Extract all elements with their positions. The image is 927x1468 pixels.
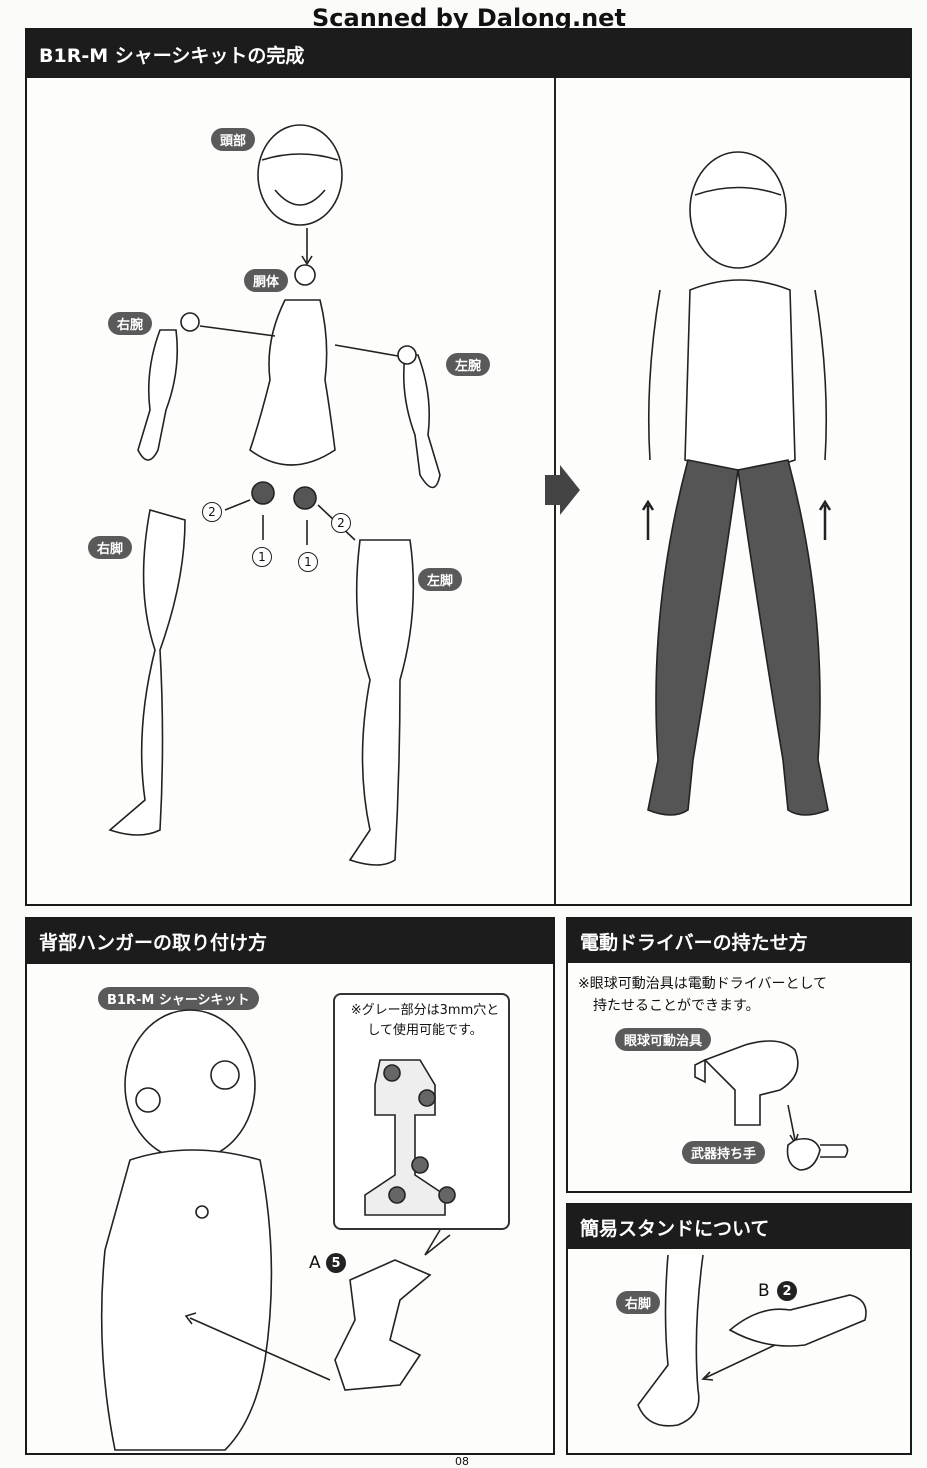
- part-letter-b: B: [758, 1281, 770, 1301]
- simple-stand-panel: 簡易スタンドについて: [566, 1203, 912, 1455]
- section-title: 電動ドライバーの持たせ方: [568, 919, 910, 963]
- part-number-2: 2: [777, 1281, 797, 1301]
- driver-note-line-1: ※眼球可動治具は電動ドライバーとして: [578, 976, 828, 992]
- step-1-right: 1: [298, 552, 318, 572]
- step-2-left: 2: [202, 502, 222, 522]
- label-weapon-hand: 武器持ち手: [682, 1141, 766, 1164]
- gray-hole-note: ※グレー部分は3mm穴として使用可能です。: [350, 1003, 500, 1038]
- label-torso: 胴体: [244, 269, 289, 292]
- label-right-leg-stand: 右脚: [616, 1291, 661, 1314]
- label-left-arm: 左腕: [446, 353, 491, 376]
- watermark: Scanned by Dalong.net: [312, 4, 626, 32]
- label-eye-jig: 眼球可動治具: [615, 1028, 712, 1051]
- step-2-right: 2: [331, 513, 351, 533]
- part-letter-a: A: [309, 1253, 321, 1273]
- section-title: 背部ハンガーの取り付け方: [27, 919, 553, 964]
- exploded-figure-illustration: [108, 124, 832, 866]
- label-right-arm: 右腕: [108, 312, 153, 335]
- label-right-leg: 右脚: [88, 536, 133, 559]
- label-left-leg: 左脚: [418, 568, 463, 591]
- kit-label: B1R-M シャーシキット: [98, 987, 259, 1010]
- driver-note-line-2: 持たせることができます。: [593, 998, 760, 1014]
- label-head: 頭部: [211, 128, 256, 151]
- section-title: B1R-M シャーシキットの完成: [27, 30, 910, 78]
- step-1-left: 1: [252, 547, 272, 567]
- part-number-5: 5: [326, 1253, 346, 1273]
- page-number: 08: [455, 1455, 469, 1468]
- section-title: 簡易スタンドについて: [568, 1205, 910, 1249]
